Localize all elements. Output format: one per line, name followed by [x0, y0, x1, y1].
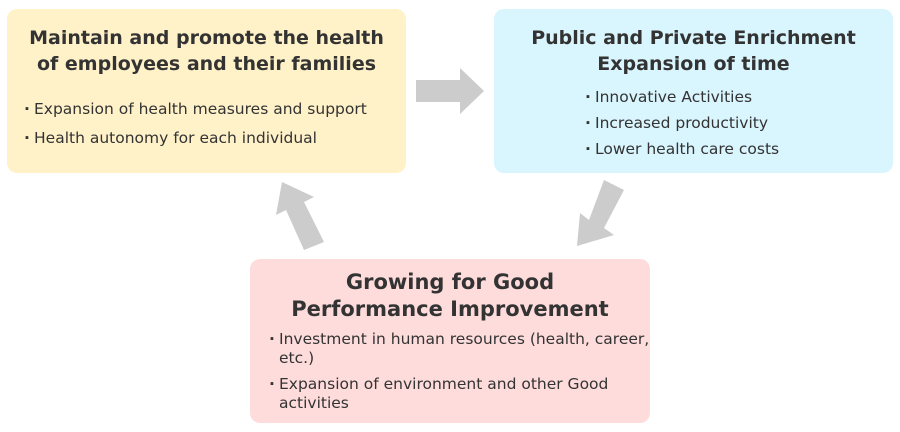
growing-box: Growing for Good Performance Improvement… — [250, 259, 650, 423]
title-line: Expansion of time — [597, 53, 790, 75]
enrichment-box: Public and Private Enrichment Expansion … — [494, 9, 893, 173]
enrichment-box-title: Public and Private Enrichment Expansion … — [494, 25, 893, 77]
title-line: of employees and their families — [36, 53, 377, 75]
arrow-right-icon — [416, 68, 484, 114]
arrow-down-left-icon — [577, 180, 624, 246]
title-line: Growing for Good — [345, 270, 555, 294]
health-box: Maintain and promote the health of emplo… — [7, 9, 406, 173]
health-box-items: Expansion of health measures and support… — [24, 95, 406, 153]
list-item: Increased productivity — [585, 110, 893, 136]
title-line: Public and Private Enrichment — [531, 27, 856, 49]
title-line: Maintain and promote the health — [29, 27, 384, 49]
list-item: Lower health care costs — [585, 136, 893, 162]
growing-box-title: Growing for Good Performance Improvement — [250, 269, 650, 323]
enrichment-box-items: Innovative Activities Increased producti… — [585, 84, 893, 162]
health-box-title: Maintain and promote the health of emplo… — [7, 25, 406, 77]
title-line: Performance Improvement — [291, 297, 609, 321]
list-item: Expansion of health measures and support — [24, 95, 406, 124]
list-item: Health autonomy for each individual — [24, 124, 406, 153]
list-item: Investment in human resources (health, c… — [269, 330, 650, 368]
list-item: Expansion of environment and other Good … — [269, 375, 650, 413]
growing-box-items: Investment in human resources (health, c… — [269, 330, 650, 413]
arrow-up-left-icon — [276, 182, 324, 250]
list-item: Innovative Activities — [585, 84, 893, 110]
